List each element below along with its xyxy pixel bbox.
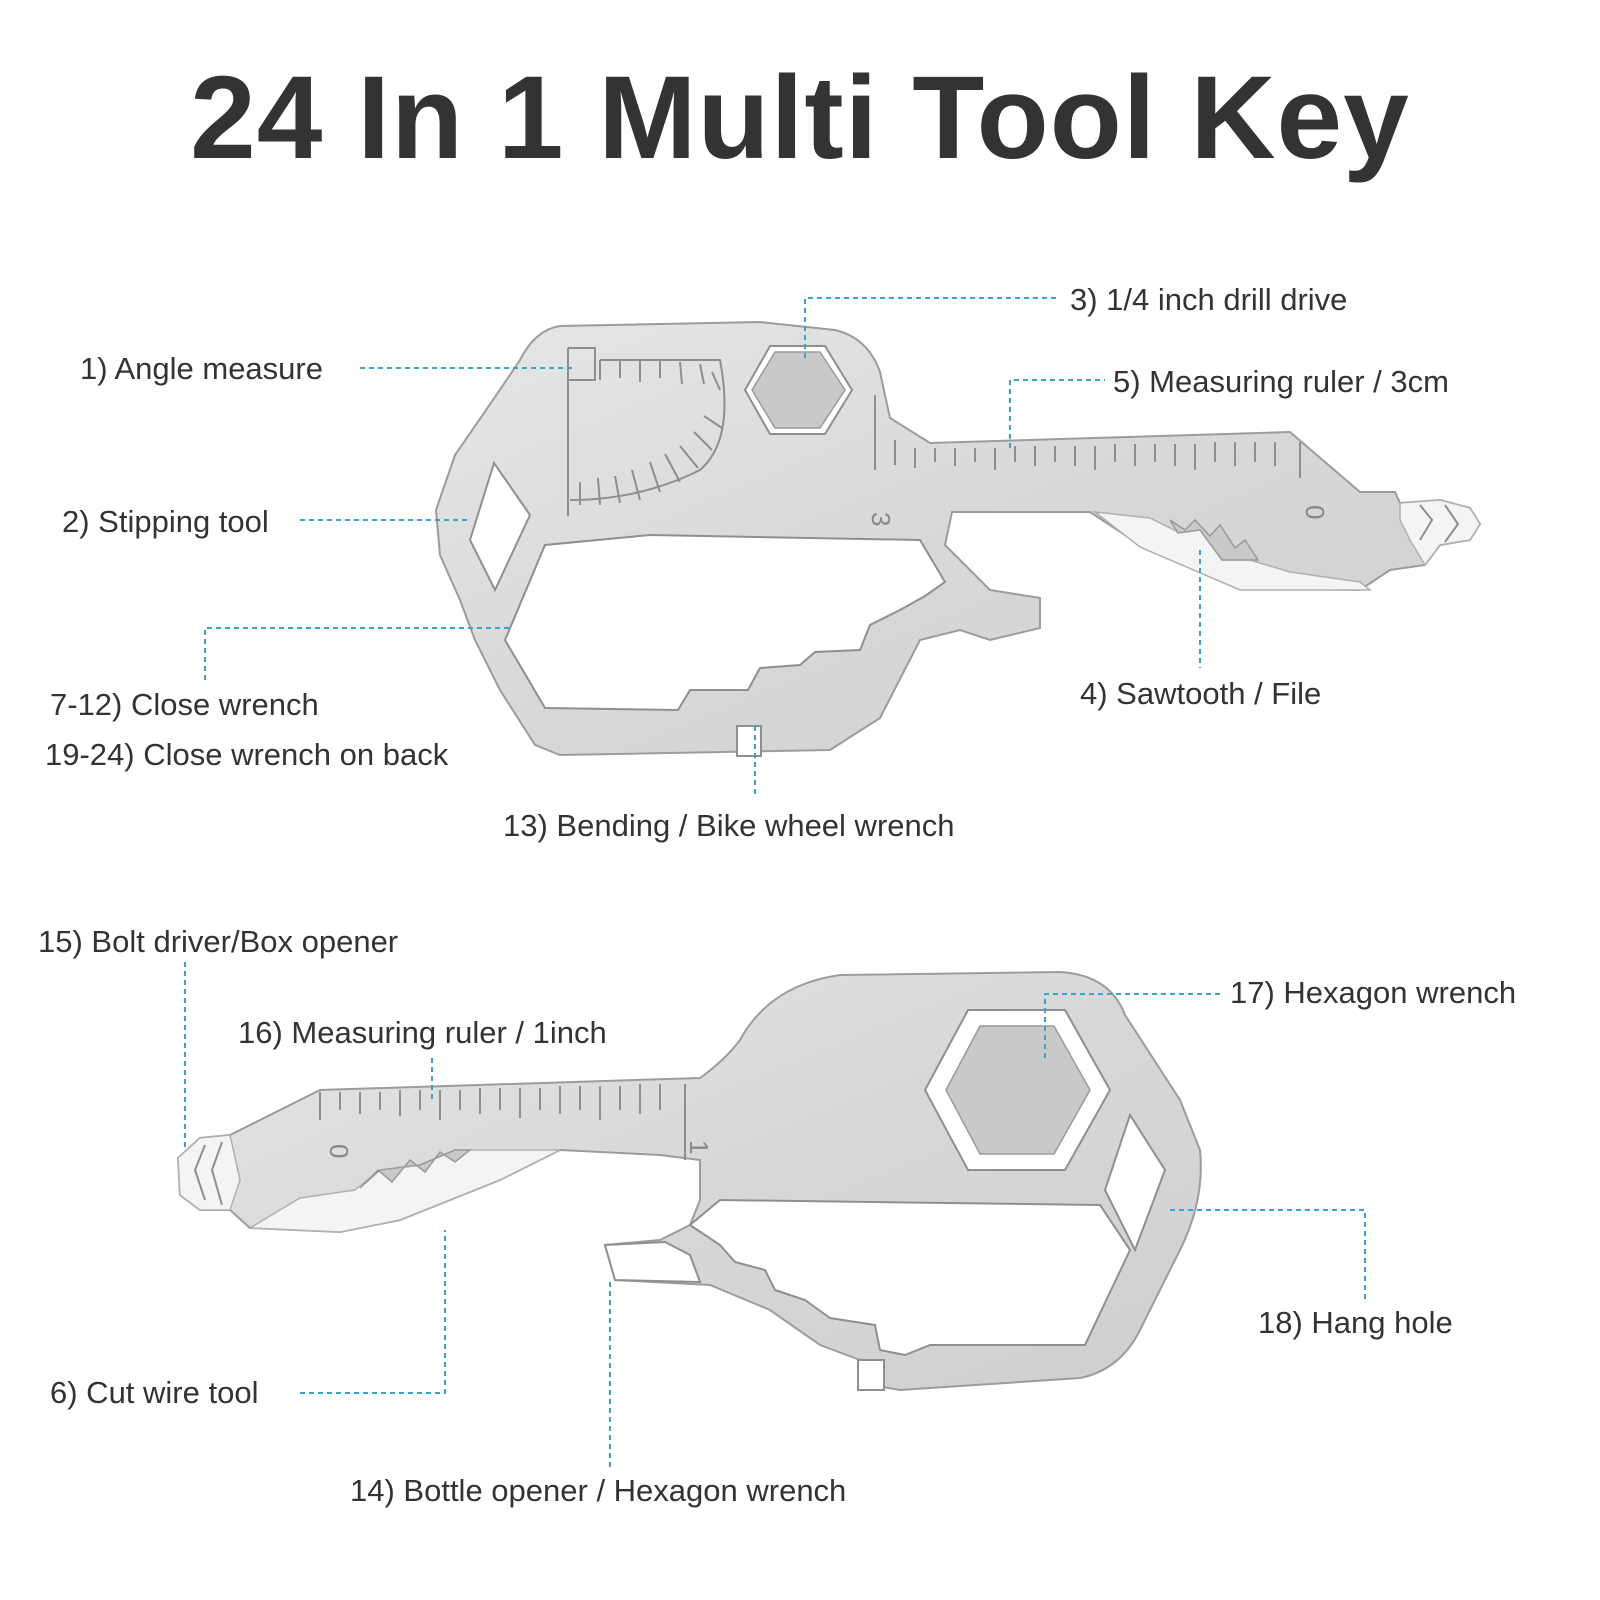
label-hexagon-wrench: 17) Hexagon wrench [1230, 975, 1516, 1010]
bottom-bottle-opener-slot [603, 1240, 702, 1284]
top-stripping-hole [468, 460, 532, 593]
label-ruler-3cm: 5) Measuring ruler / 3cm [1113, 364, 1449, 399]
top-tool: 3 0 [434, 320, 1482, 757]
bottom-ruler-mark-1: 1 [684, 1140, 714, 1154]
bottom-wrench-slot [857, 1359, 885, 1391]
leader-hang-hole [1170, 1209, 1366, 1300]
top-sawtooth-bevel [1092, 510, 1373, 591]
bottom-hexagon-inner [945, 1025, 1091, 1155]
leader-cut-wire-tool [300, 1230, 446, 1394]
bottom-ruler-1inch: 0 1 [319, 1084, 714, 1160]
label-bolt-driver: 15) Bolt driver/Box opener [38, 924, 398, 959]
top-ruler-mark-0: 0 [1300, 505, 1330, 519]
bottom-ruler-mark-0: 0 [324, 1144, 354, 1158]
top-sawtooth-teeth [1169, 518, 1260, 561]
label-cut-wire-tool: 6) Cut wire tool [50, 1375, 258, 1410]
bottom-wrench-opening [688, 1198, 1132, 1357]
bottom-sawtooth-teeth [359, 1149, 473, 1189]
leader-lines [184, 297, 1366, 1470]
leader-drill-drive [804, 297, 1060, 358]
bottom-bolt-tip [177, 1134, 241, 1211]
bottom-bolt-tip-groove [193, 1141, 223, 1206]
top-ruler-3cm: 3 0 [866, 395, 1330, 526]
top-bolt-tip [1399, 499, 1481, 567]
bottom-hang-hole [1103, 1112, 1167, 1253]
label-bike-wheel-wrench: 13) Bending / Bike wheel wrench [503, 808, 954, 843]
top-drill-drive-inner [751, 351, 846, 429]
leader-ruler-3cm [1009, 379, 1105, 448]
callout-labels: 1) Angle measure 3) 1/4 inch drill drive… [38, 282, 1516, 1508]
label-close-wrench-back: 19-24) Close wrench on back [45, 737, 449, 772]
label-close-wrench: 7-12) Close wrench [50, 687, 319, 722]
label-stripping-tool: 2) Stipping tool [62, 504, 269, 539]
top-ruler-mark-3: 3 [866, 512, 896, 526]
label-drill-drive: 3) 1/4 inch drill drive [1070, 282, 1347, 317]
top-bolt-tip-groove [1419, 504, 1460, 543]
top-bike-wheel-slot [736, 725, 762, 757]
top-protractor [567, 347, 726, 516]
top-wrench-opening [503, 533, 947, 712]
label-hang-hole: 18) Hang hole [1258, 1305, 1453, 1340]
label-angle-measure: 1) Angle measure [80, 351, 323, 386]
label-sawtooth-file: 4) Sawtooth / File [1080, 676, 1321, 711]
label-bottle-opener: 14) Bottle opener / Hexagon wrench [350, 1473, 846, 1508]
label-ruler-1inch: 16) Measuring ruler / 1inch [238, 1015, 607, 1050]
page-title: 24 In 1 Multi Tool Key [190, 52, 1410, 184]
bottom-tool: 0 1 [176, 970, 1202, 1392]
leader-hexagon-wrench [1044, 993, 1220, 1062]
leader-close-wrench [204, 627, 510, 680]
